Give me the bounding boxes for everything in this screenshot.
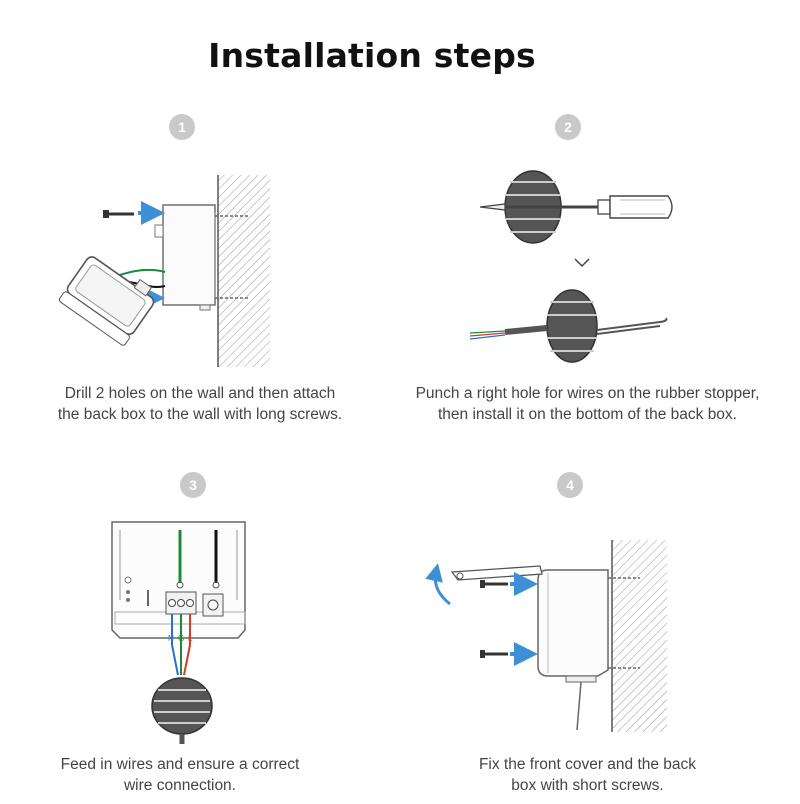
caption-line: Fix the front cover and the back [478,756,697,773]
rubber-stopper-icon [546,289,598,363]
step-4-caption: Fix the front cover and the back box wit… [450,754,725,796]
caption-line: wire connection. [123,777,236,794]
step-1-caption: Drill 2 holes on the wall and then attac… [20,383,380,425]
step-1-illustration [58,175,270,367]
back-box-icon [537,569,609,677]
step-4-badge: 4 [557,472,583,498]
caption-line: then install it on the bottom of the bac… [438,406,737,423]
back-box-icon [154,204,216,311]
caption-line: Drill 2 holes on the wall and then attac… [64,385,336,402]
screw-icon [480,650,508,658]
step-2-illustration [469,170,673,363]
step-3-badge: 3 [180,472,206,498]
screw-icon [480,580,508,588]
step-1-badge: 1 [169,114,195,140]
caption-line: the back box to the wall with long screw… [57,406,343,423]
front-cover-icon [450,565,543,581]
step-3-illustration: N G L [111,521,246,744]
step-3-caption: Feed in wires and ensure a correct wire … [30,754,330,796]
chevron-down-icon [574,258,590,268]
caption-line: box with short screws. [511,777,664,794]
rotate-arrow-icon [425,563,451,606]
caption-line: Punch a right hole for wires on the rubb… [415,385,760,402]
step-2-caption: Punch a right hole for wires on the rubb… [395,383,780,425]
screwdriver-icon [479,195,673,219]
step-2-badge: 2 [555,114,581,140]
step-4-illustration [425,540,667,732]
rubber-stopper-icon [151,677,213,744]
caption-line: Feed in wires and ensure a correct [60,756,300,773]
screw-icon [103,210,134,218]
wall-icon [217,175,270,367]
cable-icon [469,317,668,340]
wall-icon [611,540,667,732]
front-panel-icon [58,256,155,346]
terminal-block-icon [165,591,197,615]
page-title: Installation steps [208,36,536,75]
